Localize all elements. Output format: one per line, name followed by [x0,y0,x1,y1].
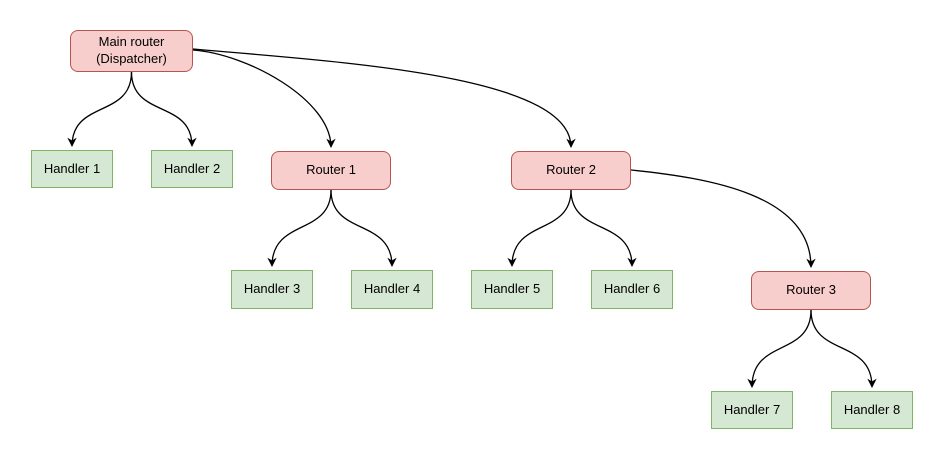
node-handler-4-label: Handler 4 [363,281,421,297]
node-handler-8-label: Handler 8 [843,401,901,417]
node-router-3: Router 3 [751,271,871,310]
node-handler-2-label: Handler 2 [163,160,221,176]
node-main-router-label: Main router (Dispatcher) [96,34,167,66]
node-router-1-label: Router 1 [306,162,356,178]
node-router-2: Router 2 [511,151,631,190]
node-handler-6-label: Handler 6 [603,281,661,297]
node-handler-7-label: Handler 7 [723,401,781,417]
edge-main-to-handler-2 [130,71,197,148]
node-handler-1-label: Handler 1 [43,160,101,176]
node-handler-5-label: Handler 5 [483,281,541,297]
edge-router-2-to-handler-5 [507,189,572,268]
node-main-router: Main router (Dispatcher) [70,30,193,72]
node-router-1: Router 1 [271,151,391,190]
node-handler-7: Handler 7 [711,391,793,429]
node-router-3-label: Router 3 [786,282,836,298]
node-handler-3: Handler 3 [231,270,313,309]
node-handler-6: Handler 6 [591,270,673,309]
node-handler-5: Handler 5 [471,270,553,309]
node-handler-8: Handler 8 [831,391,913,429]
node-router-2-label: Router 2 [546,162,596,178]
edge-router-1-to-handler-4 [330,189,397,268]
node-handler-1: Handler 1 [31,150,113,188]
node-handler-2: Handler 2 [151,150,233,188]
edge-main-to-router-1 [192,49,336,149]
node-handler-3-label: Handler 3 [243,281,301,297]
edge-main-to-router-2 [192,48,576,149]
edge-router-3-to-handler-7 [747,309,812,389]
edge-router-3-to-handler-8 [810,309,877,389]
node-handler-4: Handler 4 [351,270,433,309]
edge-router-2-to-handler-6 [570,189,637,268]
edge-main-to-handler-1 [67,71,133,148]
edge-router-1-to-handler-3 [267,189,332,268]
edge-router-2-to-router-3 [630,169,816,269]
